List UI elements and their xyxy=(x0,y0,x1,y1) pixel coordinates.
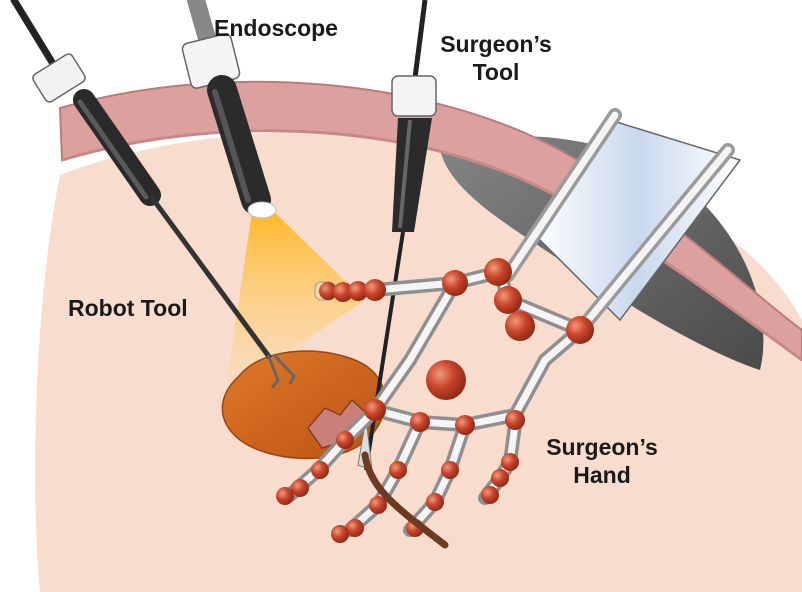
label-surgeons-hand-line2: Hand xyxy=(546,461,658,489)
label-endoscope: Endoscope xyxy=(214,14,338,42)
label-surgeons-tool-line2: Tool xyxy=(440,58,552,86)
label-surgeons-tool: Surgeon’s Tool xyxy=(440,30,552,86)
label-robot-tool: Robot Tool xyxy=(68,294,188,322)
label-surgeons-hand-line1: Surgeon’s xyxy=(546,433,658,461)
label-surgeons-tool-line1: Surgeon’s xyxy=(440,30,552,58)
thumb-segments xyxy=(315,281,368,302)
label-surgeons-hand: Surgeon’s Hand xyxy=(546,433,658,489)
